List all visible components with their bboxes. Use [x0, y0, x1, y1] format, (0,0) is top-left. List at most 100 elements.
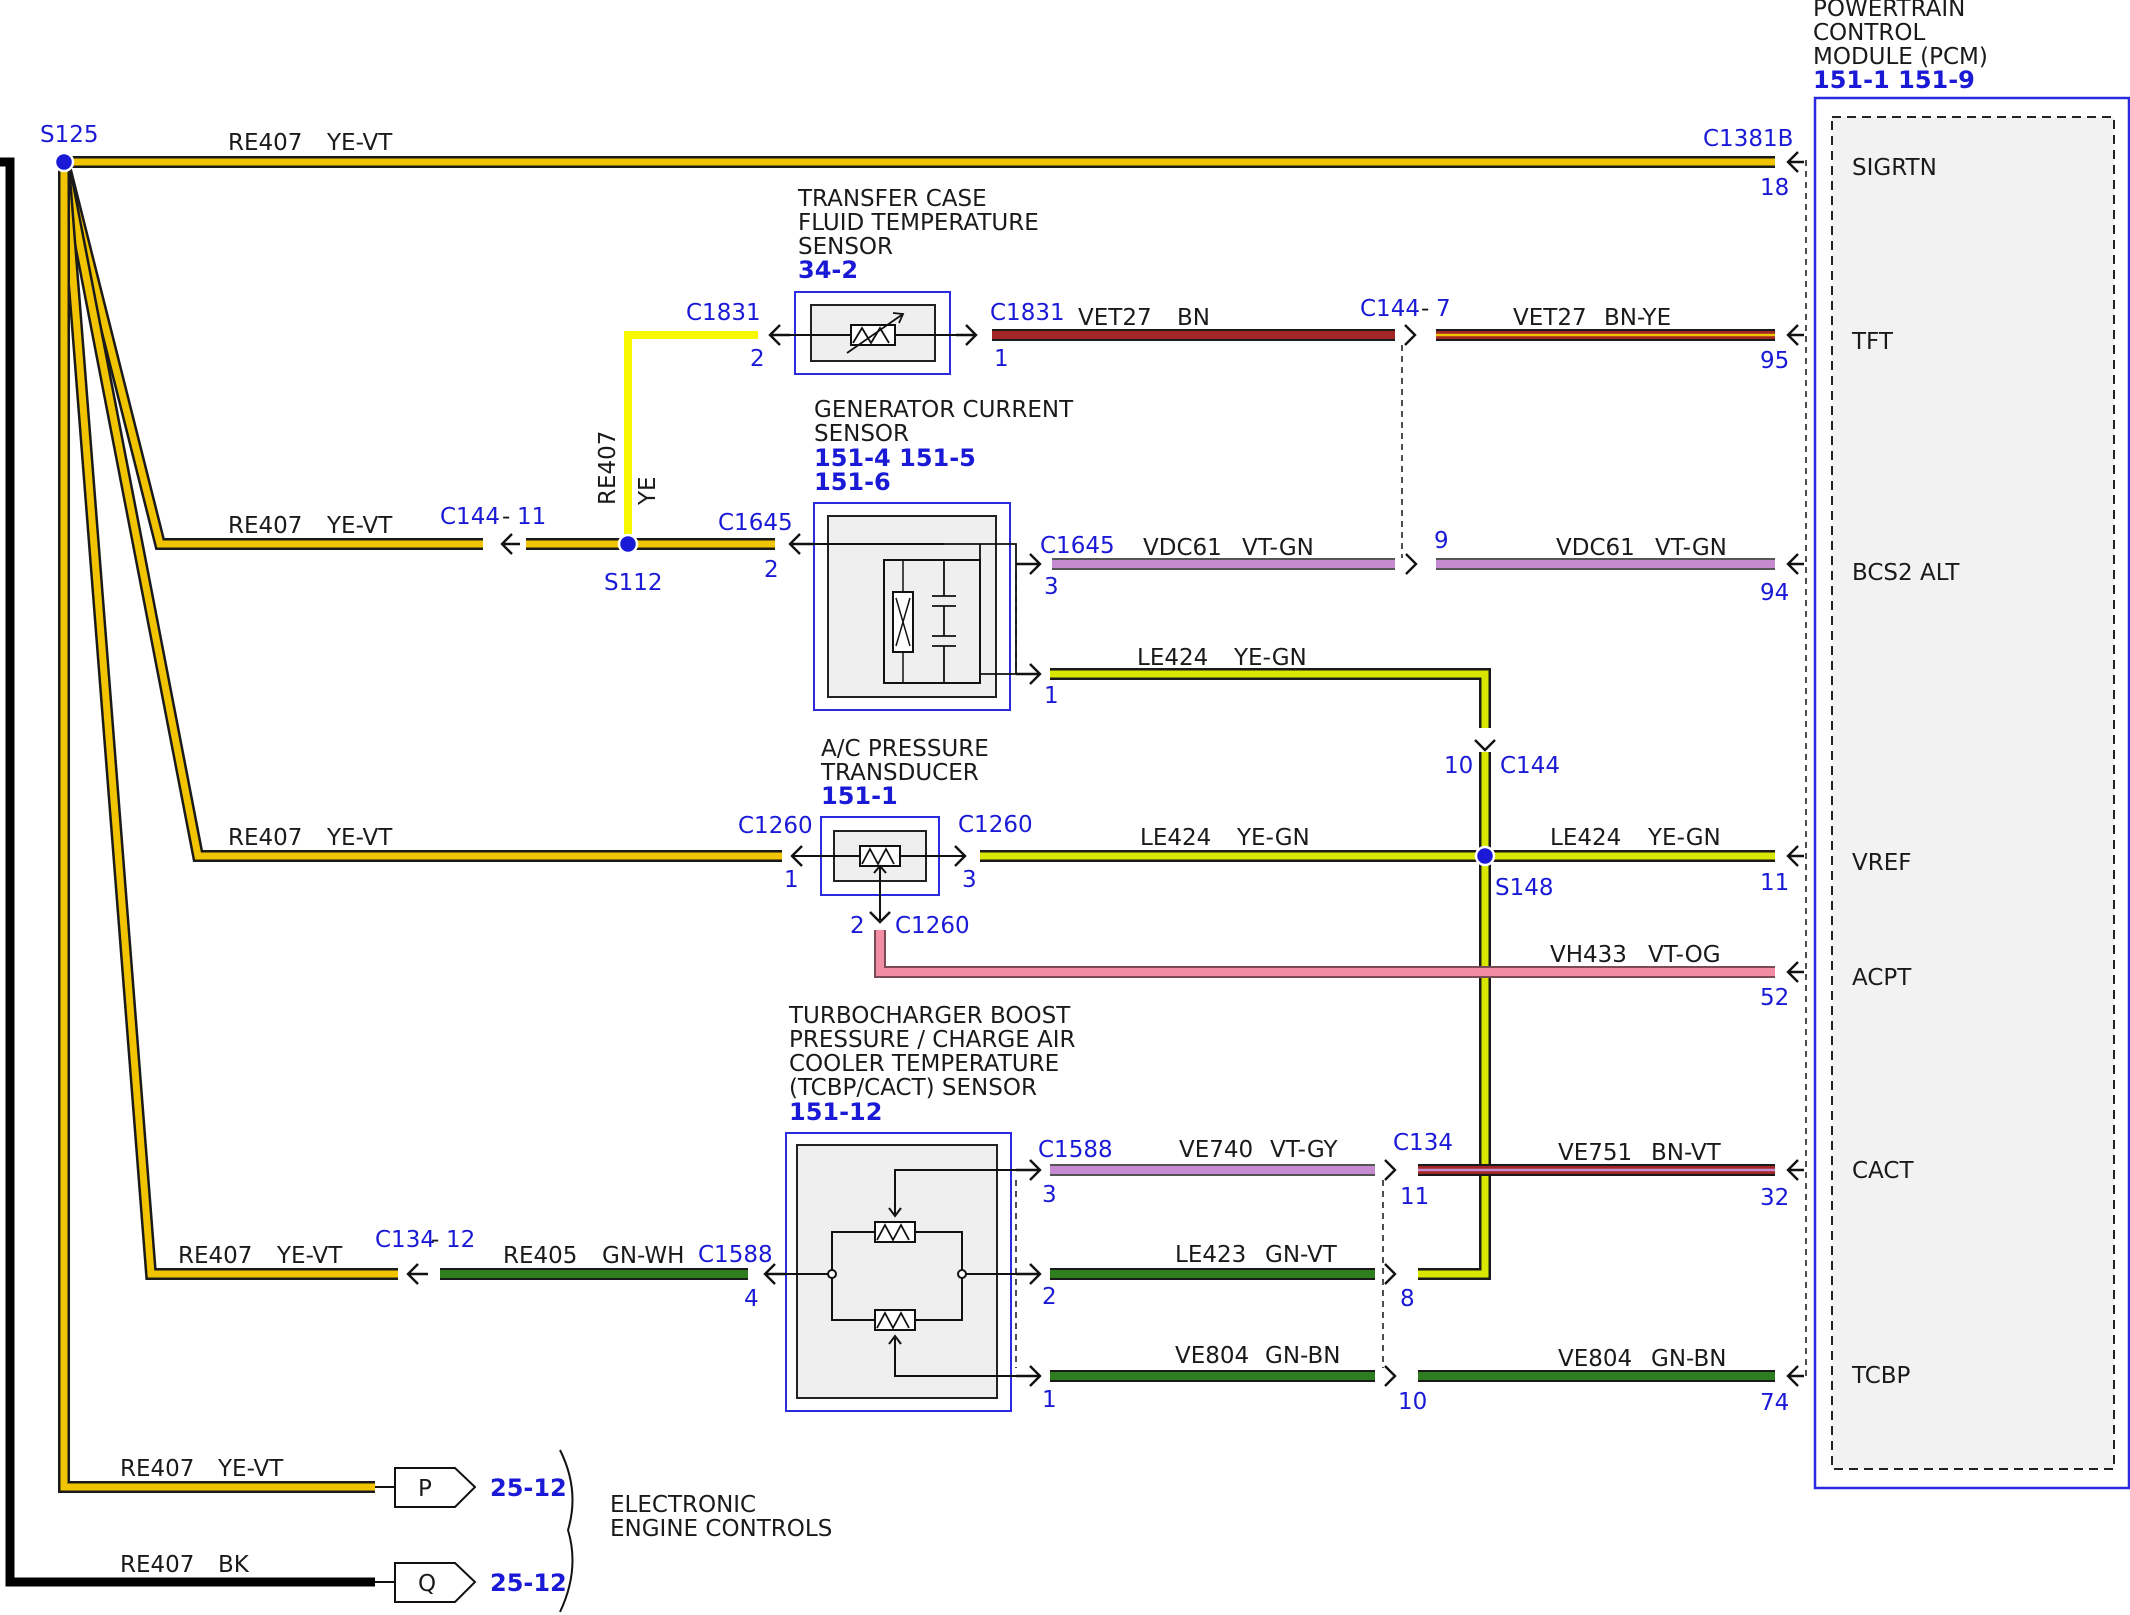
page-ref-q-number[interactable]: 25-12 [490, 1569, 567, 1597]
wire-re407-ac[interactable] [60, 161, 782, 860]
temp-sensor-zigzag [876, 1311, 910, 1330]
gen-pin1-arrow [1016, 663, 1042, 685]
pcm-pin-arrow-74 [1786, 1365, 1804, 1387]
page-ref-p-tag [394, 1467, 477, 1508]
generator-ref-1[interactable]: 151-4 151-5 [814, 444, 976, 472]
connector-c1645-left: C1645 [718, 510, 793, 536]
connector-c1645-right: C1645 [1040, 533, 1115, 559]
pcm-module: POWERTRAIN CONTROL MODULE (PCM) 151-1 15… [1703, 0, 2130, 1490]
connector-c1831-left: C1831 [686, 300, 761, 326]
wire-label-bottom-q-color: BK [218, 1552, 250, 1578]
wire-label-ac-color: YE-VT [326, 825, 393, 851]
wire-re407-bottom[interactable] [60, 162, 375, 1491]
pcm-title-line-1: POWERTRAIN [1813, 0, 1965, 22]
page-ref-p[interactable]: P 25-12 [394, 1467, 567, 1508]
page-ref-q[interactable]: Q 25-12 [394, 1562, 567, 1603]
connector-c1260-bottom: C1260 [895, 913, 970, 939]
c1645-right-arrow [1016, 553, 1042, 575]
tcbp-ref[interactable]: 151-12 [789, 1098, 882, 1126]
wire-vh433-outline[interactable] [874, 930, 1775, 978]
connector-c134-12: C134 [375, 1227, 435, 1253]
connector-c1260-bottom-pin: 2 [850, 913, 865, 939]
generator-title-1: GENERATOR CURRENT [814, 397, 1074, 423]
pcm-pin-label-cact: CACT [1852, 1158, 1914, 1184]
splice-s112[interactable] [617, 533, 639, 555]
tcbp-cact-sensor[interactable] [775, 1132, 1016, 1412]
pcm-reference[interactable]: 151-1 151-9 [1813, 66, 1975, 94]
pcm-pin-number-52: 52 [1760, 985, 1789, 1011]
wire-bk-trunk[interactable] [0, 157, 375, 1587]
tcbp-title-3: COOLER TEMPERATURE [789, 1051, 1059, 1077]
pcm-inner-outline [1831, 116, 2115, 1470]
c144-10-arrow [1474, 739, 1496, 752]
wire-re407-ye-vertical[interactable] [624, 331, 758, 544]
connector-c134-10-pin: 10 [1398, 1389, 1427, 1415]
pcm-pin-label-sigrtn: SIGRTN [1852, 155, 1937, 181]
wire-label-ve804b-circuit: VE804 [1558, 1346, 1632, 1372]
ac-internal-arrow [873, 864, 887, 874]
connector-c1831-left-pin: 2 [750, 346, 765, 372]
page-ref-q-letter: Q [418, 1571, 436, 1597]
splice-s148[interactable] [1474, 845, 1496, 867]
wire-label-le424pcm-color: YE-GN [1647, 825, 1721, 851]
wire-re407-tcbp-outline[interactable] [58, 161, 398, 1280]
ac-pressure-transducer[interactable] [792, 816, 966, 920]
tcbp-node-right [957, 1269, 967, 1279]
connector-c1831-right: C1831 [990, 300, 1065, 326]
generator-current-sensor[interactable] [790, 502, 1017, 711]
wire-le424-gen[interactable] [1050, 670, 1489, 728]
ac-title-2: TRANSDUCER [820, 760, 979, 786]
boost-sensor-zigzag [876, 1223, 910, 1242]
connector-c1260-right: C1260 [958, 812, 1033, 838]
tcbp-title-4: (TCBP/CACT) SENSOR [789, 1075, 1037, 1101]
tcbp-lead-3 [894, 1169, 1016, 1214]
connector-c1588-left-pin: 4 [744, 1286, 759, 1312]
wire-label-re405-color: GN-WH [602, 1243, 684, 1269]
connector-c134-12-pin: 12 [446, 1227, 475, 1253]
wire-label-gen-color: YE-VT [326, 513, 393, 539]
connector-c1588-bot-pin: 1 [1042, 1387, 1057, 1413]
transfer-case-sensor[interactable] [790, 291, 956, 375]
page-ref-p-number[interactable]: 25-12 [490, 1474, 567, 1502]
pcm-pin-number-94: 94 [1760, 580, 1789, 606]
wire-re407-tcbp[interactable] [60, 161, 398, 1278]
wire-label-re405-circuit: RE405 [503, 1243, 577, 1269]
pcm-pin-label-acpt: ACPT [1852, 965, 1912, 991]
temperature-sensor-icon [874, 1309, 916, 1331]
generator-ref-2[interactable]: 151-6 [814, 468, 891, 496]
c1588-top-arrow [1016, 1159, 1042, 1181]
pcm-pin-number-11: 11 [1760, 870, 1789, 896]
c1831-left-arrow [768, 324, 790, 346]
splice-s148-label: S148 [1495, 875, 1554, 901]
wire-le424-vertical[interactable] [1418, 752, 1489, 1278]
tcbp-title-1: TURBOCHARGER BOOST [788, 1003, 1071, 1029]
connector-c144-7-sep: - [1421, 296, 1429, 322]
pcm-pin-label-tcbp: TCBP [1851, 1363, 1911, 1389]
wire-label-ve751-color: BN-VT [1651, 1140, 1722, 1166]
page-ref-p-letter: P [418, 1476, 432, 1502]
connector-c134-12-sep: - [431, 1227, 439, 1253]
pcm-pin-label-bcs2-alt: BCS2 ALT [1852, 560, 1960, 586]
wire-vh433[interactable] [876, 930, 1775, 976]
wire-label-le424pcm-circuit: LE424 [1550, 825, 1621, 851]
connector-c144-7: C144 [1360, 296, 1420, 322]
wire-label-vdc61a-color: VT-GN [1242, 535, 1314, 561]
connector-c134-top: C134 [1393, 1130, 1453, 1156]
tcbp-inner [796, 1144, 998, 1399]
connector-c1260-left: C1260 [738, 813, 813, 839]
ac-ref[interactable]: 151-1 [821, 782, 898, 810]
connector-c144-7-pin: 7 [1436, 296, 1451, 322]
pcm-pin-label-vref: VREF [1852, 850, 1911, 876]
wire-label-bottom-p-circuit: RE407 [120, 1456, 194, 1482]
connector-c134-8-pin: 8 [1400, 1286, 1415, 1312]
wire-re407-ac-outline[interactable] [58, 160, 782, 862]
wire-le424-gen-outline[interactable] [1050, 668, 1491, 728]
wire-re407-gen[interactable] [60, 161, 483, 548]
connector-c144-9-pin: 9 [1434, 528, 1449, 554]
connector-c144-10-pin: 10 [1444, 753, 1473, 779]
pcm-pin-arrow-32 [1786, 1159, 1804, 1181]
transfer-case-ref[interactable]: 34-2 [798, 256, 858, 284]
generator-title-2: SENSOR [814, 421, 909, 447]
splice-s125[interactable] [53, 151, 75, 173]
